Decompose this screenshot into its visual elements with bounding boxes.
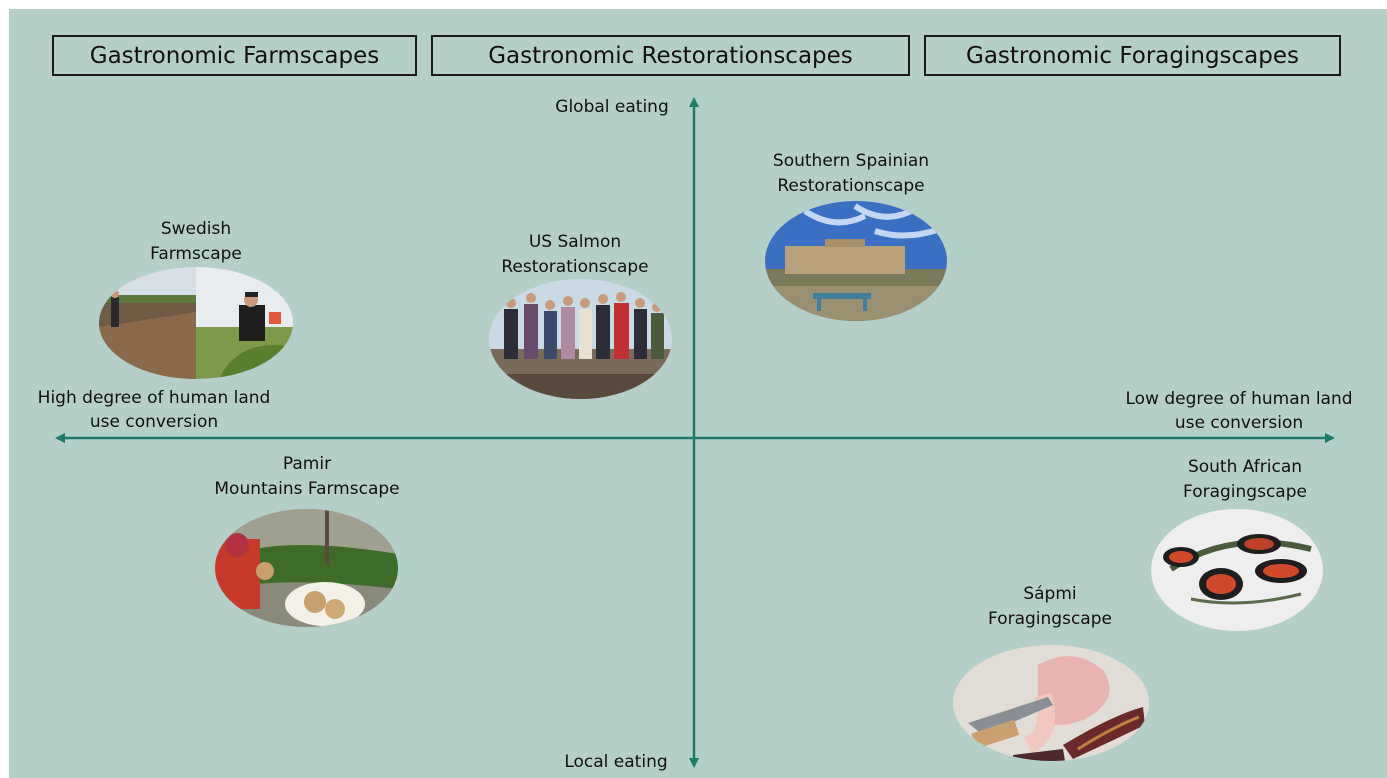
axis-label-local-eating: Local eating <box>546 750 686 774</box>
us-salmon-restorationscape-photo <box>489 279 672 399</box>
pamir-farmscape-photo <box>215 509 398 627</box>
diagram-canvas: Gastronomic Farmscapes Gastronomic Resto… <box>9 9 1387 778</box>
south-african-foragingscape-photo <box>1151 509 1323 631</box>
southern-spain-restorationscape-photo <box>765 201 947 321</box>
sapmi-foragingscape-photo <box>953 645 1149 761</box>
axis-label-global-eating: Global eating <box>542 95 682 119</box>
swedish-farmscape-photo <box>99 267 293 379</box>
